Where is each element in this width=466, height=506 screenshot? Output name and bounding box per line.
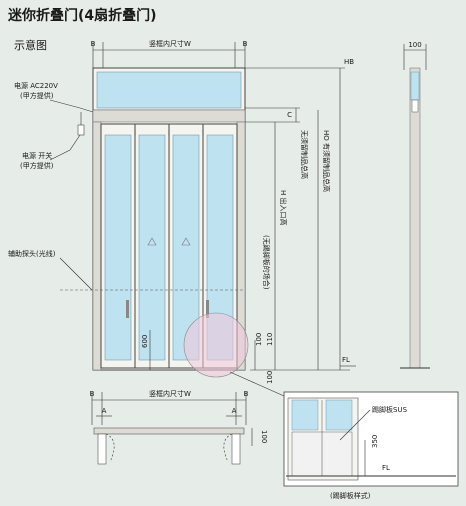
plan-view: B B 竖框内尺寸W A A 100 (90, 389, 268, 465)
frame-width-bottom-label: 竖框内尺寸W (149, 389, 191, 398)
power-supplier-label: (甲方提供) (20, 91, 54, 100)
power-label: 电源 AC220V (14, 81, 58, 90)
dim-100-a: 100 (255, 333, 263, 346)
left-annotations: 电源 AC220V (甲方提供) 电源 开关 (甲方提供) 辅助探头(光线) (8, 81, 94, 291)
door-handle (126, 300, 129, 318)
side-profile-frame (409, 67, 421, 369)
no-sill-note-label: (无踢脚板的场合) (262, 235, 271, 290)
height-dimensions: C HB H 出入口高 无须留制品总高 HO 有须留制品总高 (无踢脚板的场合)… (141, 58, 356, 384)
profile-depth-dim: 100 (408, 41, 421, 49)
plan-track (93, 427, 245, 435)
detail-highlight-circle (183, 312, 249, 378)
switch-supplier-label: (甲方提供) (20, 161, 54, 170)
caution-triangle-icon (181, 237, 191, 246)
dim-600: 600 (141, 335, 149, 348)
leaf-1-glass (104, 134, 132, 361)
dim-hb: HB (344, 58, 354, 66)
switch-label: 电源 开关 (22, 151, 52, 160)
diagram-title: 迷你折叠门(4扇折叠门) (7, 7, 157, 24)
floor-level-label-1: FL (342, 356, 350, 364)
plan-dim-a-left: A (102, 407, 107, 415)
frame-width-top-label: 竖框内尺寸W (149, 39, 191, 48)
side-profile: 100 (400, 41, 430, 369)
door-elevation (60, 67, 249, 378)
plan-leaf-right (231, 433, 241, 465)
sensor-label: 辅助探头(光线) (8, 249, 56, 258)
plan-dim-a-right: A (232, 407, 237, 415)
leaf-3-glass (172, 134, 200, 361)
leaf-2-glass (138, 134, 166, 361)
kick-plate-detail: 踢脚板SUS 350 FL (踢脚板样式) (229, 371, 459, 500)
dim-b-right: B (243, 40, 248, 48)
door-handle (206, 300, 209, 318)
dim-c: C (287, 111, 292, 119)
header-rail (92, 109, 246, 123)
transom-glass (96, 71, 242, 109)
dim-110: 110 (266, 333, 274, 346)
switch-box-icon (77, 124, 85, 136)
no-sill-height-label: 无须留制品总高 (300, 130, 309, 179)
plan-dim-b-left: B (90, 390, 95, 398)
dim-100-b: 100 (266, 371, 274, 384)
floor-level-label-2: FL (382, 464, 390, 472)
kick-plate-height-dim: 350 (371, 435, 379, 448)
plan-leaf-left (97, 433, 107, 465)
kick-plate-style-label: (踢脚板样式) (330, 491, 371, 500)
caution-triangle-icon (147, 237, 157, 246)
dim-b-left: B (91, 40, 96, 48)
kick-plate-label: 踢脚板SUS (372, 405, 408, 414)
top-width-dimension: B B 竖框内尺寸W (91, 39, 248, 70)
entry-height-label: H 出入口高 (279, 190, 288, 226)
with-sill-height-label: HO 有须留制品总高 (322, 130, 331, 192)
left-post (92, 121, 102, 371)
plan-depth-dim: 100 (260, 430, 268, 443)
diagram-subtitle: 示意图 (14, 38, 47, 52)
plan-dim-b-right: B (244, 390, 249, 398)
